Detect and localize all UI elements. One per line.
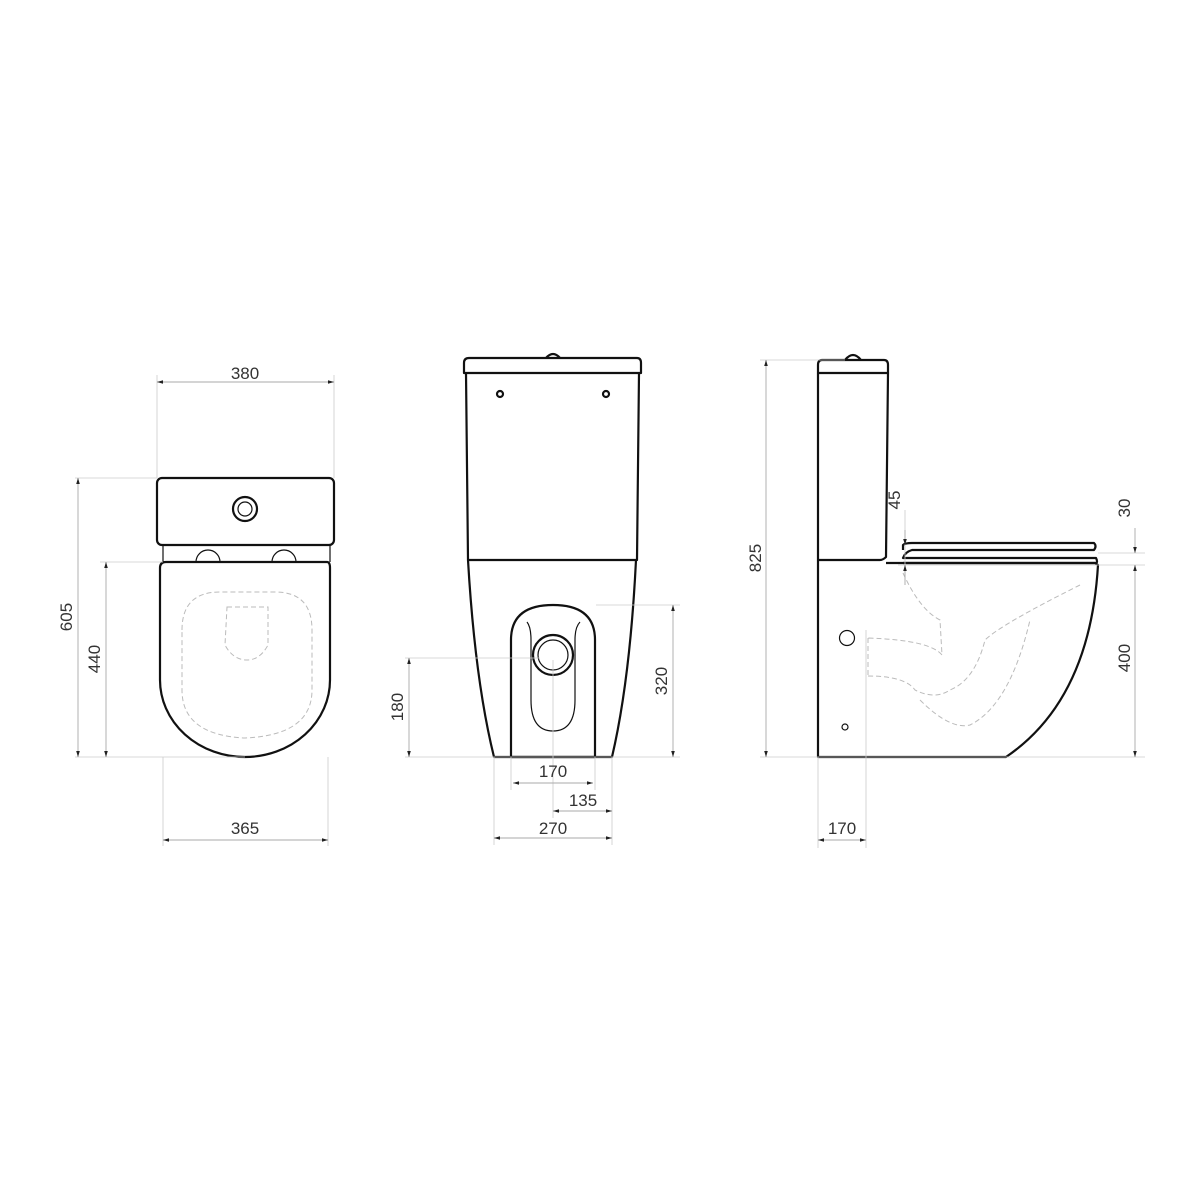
dim-label-180: 180 [388,693,407,721]
flush-button-top [545,352,561,359]
water-inlet-icon [838,629,856,647]
dim-label-605: 605 [57,603,76,631]
dim-label-30: 30 [1115,499,1134,518]
side-view: 825 45 30 400 170 [746,353,1145,848]
pan-body [466,559,638,759]
dim-label-825: 825 [746,544,765,572]
rear-opening [509,603,597,759]
cistern-body-side [816,372,890,562]
cistern-body [464,372,641,562]
cistern-top [155,476,336,547]
inner-recess [526,621,581,732]
seat-and-lid [901,541,1099,565]
dim-label-400: 400 [1115,644,1134,672]
dim-label-440: 440 [85,645,104,673]
dim-label-365: 365 [231,819,259,838]
fixing-hole-icon [495,389,505,399]
trap-hidden-line [867,572,1081,727]
cistern-lid [462,356,643,375]
seat-outline [158,560,332,759]
fixing-hole-icon [601,389,611,399]
outlet-hidden-line [224,606,269,661]
pan-body-side [816,560,1100,759]
dim-label-270: 270 [539,819,567,838]
hinge-brackets [162,545,331,563]
front-view: 320 180 170 135 270 [388,352,680,845]
dim-label-380: 380 [231,364,259,383]
dim-label-135: 135 [569,791,597,810]
fixing-hole-icon [841,723,849,731]
flush-button-side [844,353,862,361]
dim-label-170: 170 [539,762,567,781]
dim-label-45: 45 [885,491,904,510]
bowl-hidden-line [181,591,313,739]
dim-label-320: 320 [652,667,671,695]
cistern-lid-side [816,358,890,375]
flush-button-icon [231,495,259,523]
top-view: 380 605 440 365 [57,364,336,846]
dim-label-170-side: 170 [828,819,856,838]
